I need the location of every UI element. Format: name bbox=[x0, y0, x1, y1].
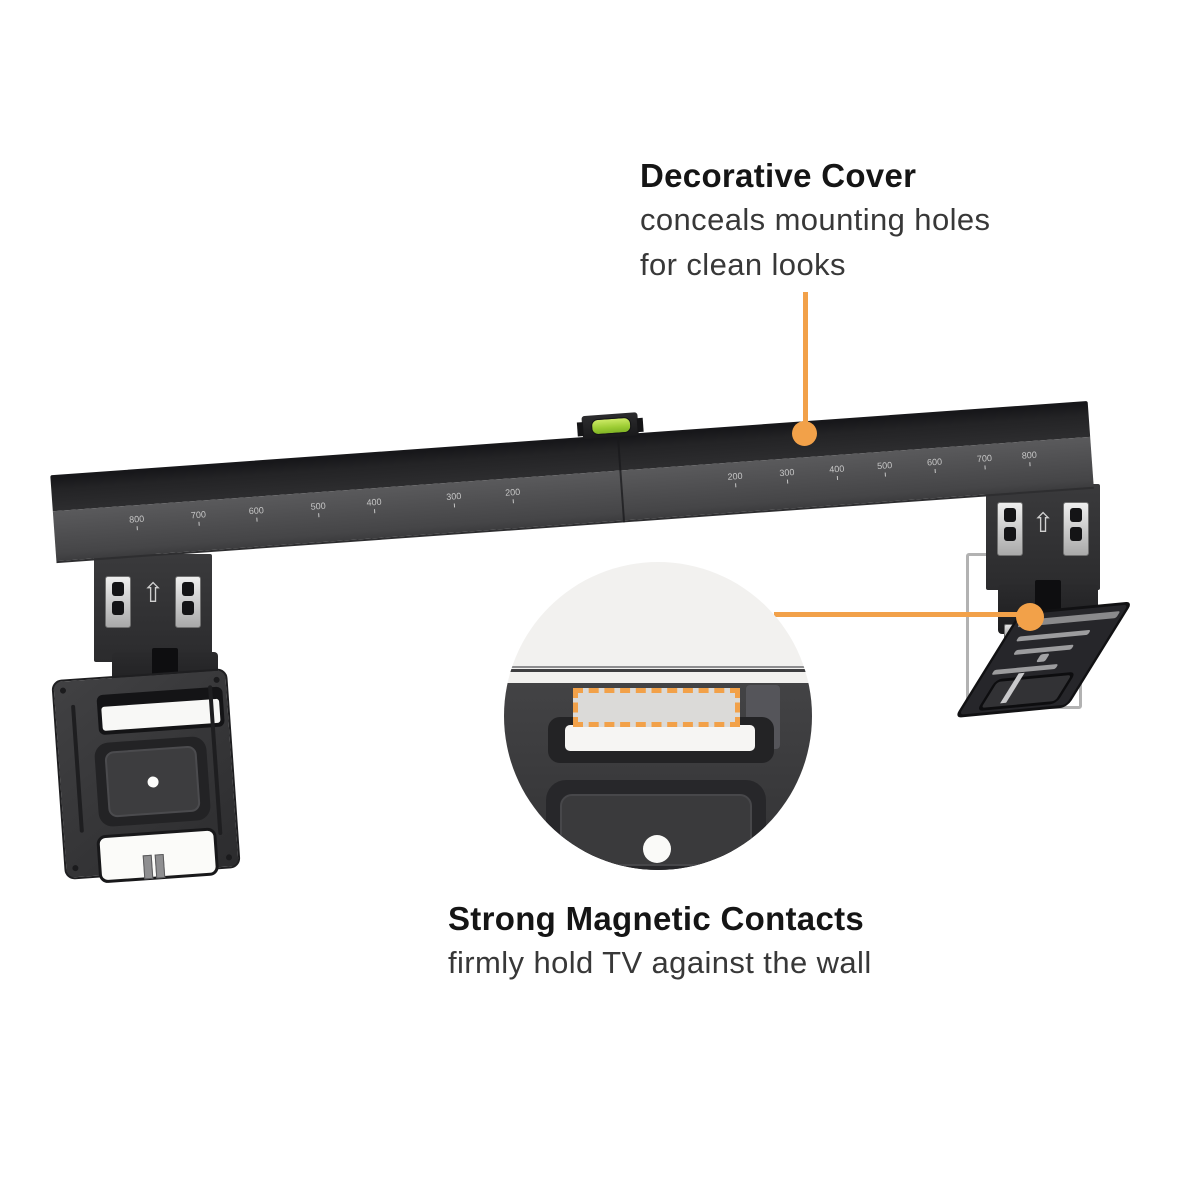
up-arrow-icon: ⇧ bbox=[1031, 508, 1055, 538]
slider-hole bbox=[1070, 527, 1082, 541]
slider-hole bbox=[112, 601, 124, 615]
decorative-cover-pointer-dot bbox=[792, 421, 817, 446]
left-arm-slider bbox=[105, 576, 131, 628]
plate-slot-highlight bbox=[1015, 629, 1091, 642]
rail-scale-mark: 800 bbox=[1021, 450, 1038, 467]
recess-hole bbox=[643, 835, 671, 863]
rail-scale-mark: 400 bbox=[829, 464, 845, 481]
up-arrow-icon: ⇧ bbox=[141, 578, 165, 608]
plate-bottom-opening bbox=[976, 671, 1077, 712]
plate-top-slot bbox=[96, 686, 225, 736]
slider-hole bbox=[182, 582, 194, 596]
plate-groove bbox=[71, 704, 84, 833]
slider-hole bbox=[1070, 508, 1082, 522]
plate-center-recess bbox=[93, 735, 212, 828]
magnet-strip-highlight bbox=[573, 688, 740, 727]
bracket-cross-section bbox=[504, 683, 812, 870]
rail-scale-mark: 700 bbox=[191, 509, 207, 526]
rail-scale-mark: 500 bbox=[310, 501, 326, 518]
right-arm-slider bbox=[1063, 502, 1089, 556]
rail-scale-mark: 300 bbox=[446, 491, 462, 508]
left-bracket-arm: ⇧ bbox=[94, 554, 212, 662]
spirit-level bbox=[581, 412, 639, 440]
rail-scale-mark: 700 bbox=[977, 453, 993, 470]
decorative-cover-annotation: Decorative Cover conceals mounting holes… bbox=[640, 155, 990, 287]
rail-scale-mark: 500 bbox=[877, 460, 893, 477]
wall-rail: 800 700 600 500 400 300 200 200 300 400 … bbox=[50, 400, 1094, 564]
slider-hole bbox=[1004, 508, 1016, 522]
tv-back-edge-line bbox=[504, 666, 812, 668]
decorative-cover-line1: conceals mounting holes bbox=[640, 202, 991, 237]
magnet-leader-line bbox=[774, 612, 1028, 617]
contact-strip bbox=[565, 725, 755, 751]
spirit-level-vial bbox=[590, 416, 632, 436]
right-arm-slider bbox=[997, 502, 1023, 556]
rail-scale-mark: 600 bbox=[248, 505, 265, 522]
plate-bottom-opening bbox=[96, 827, 220, 884]
magnetic-contact-detail-callout bbox=[504, 562, 812, 870]
magnetic-contacts-line1: firmly hold TV against the wall bbox=[448, 945, 872, 980]
plate-latch-prong bbox=[154, 853, 166, 879]
rail-scale-mark: 600 bbox=[927, 457, 943, 474]
tv-back-edge-line bbox=[504, 669, 812, 672]
rail-scale-mark: 800 bbox=[129, 514, 145, 531]
plate-center-hole bbox=[147, 776, 159, 788]
rail-scale-mark: 300 bbox=[779, 467, 795, 484]
left-arm-slider bbox=[175, 576, 201, 628]
magnetic-contacts-title: Strong Magnetic Contacts bbox=[448, 900, 865, 937]
magnetic-contacts-annotation: Strong Magnetic Contacts firmly hold TV … bbox=[448, 898, 872, 985]
rail-scale-mark: 200 bbox=[727, 471, 743, 488]
slider-hole bbox=[1004, 527, 1016, 541]
decorative-cover-title: Decorative Cover bbox=[640, 157, 917, 194]
slider-hole bbox=[112, 582, 124, 596]
rail-scale-mark: 200 bbox=[505, 487, 521, 504]
slider-hole bbox=[182, 601, 194, 615]
left-tv-plate bbox=[51, 668, 241, 884]
plate-center-hole bbox=[1035, 653, 1050, 663]
decorative-cover-line2: for clean looks bbox=[640, 247, 846, 282]
magnet-pointer-dot bbox=[1016, 603, 1044, 631]
decorative-cover-leader-line bbox=[803, 292, 808, 426]
right-bracket-arm: ⇧ bbox=[986, 484, 1100, 590]
plate-latch-prong bbox=[142, 854, 154, 880]
rail-scale-mark: 400 bbox=[366, 497, 382, 514]
